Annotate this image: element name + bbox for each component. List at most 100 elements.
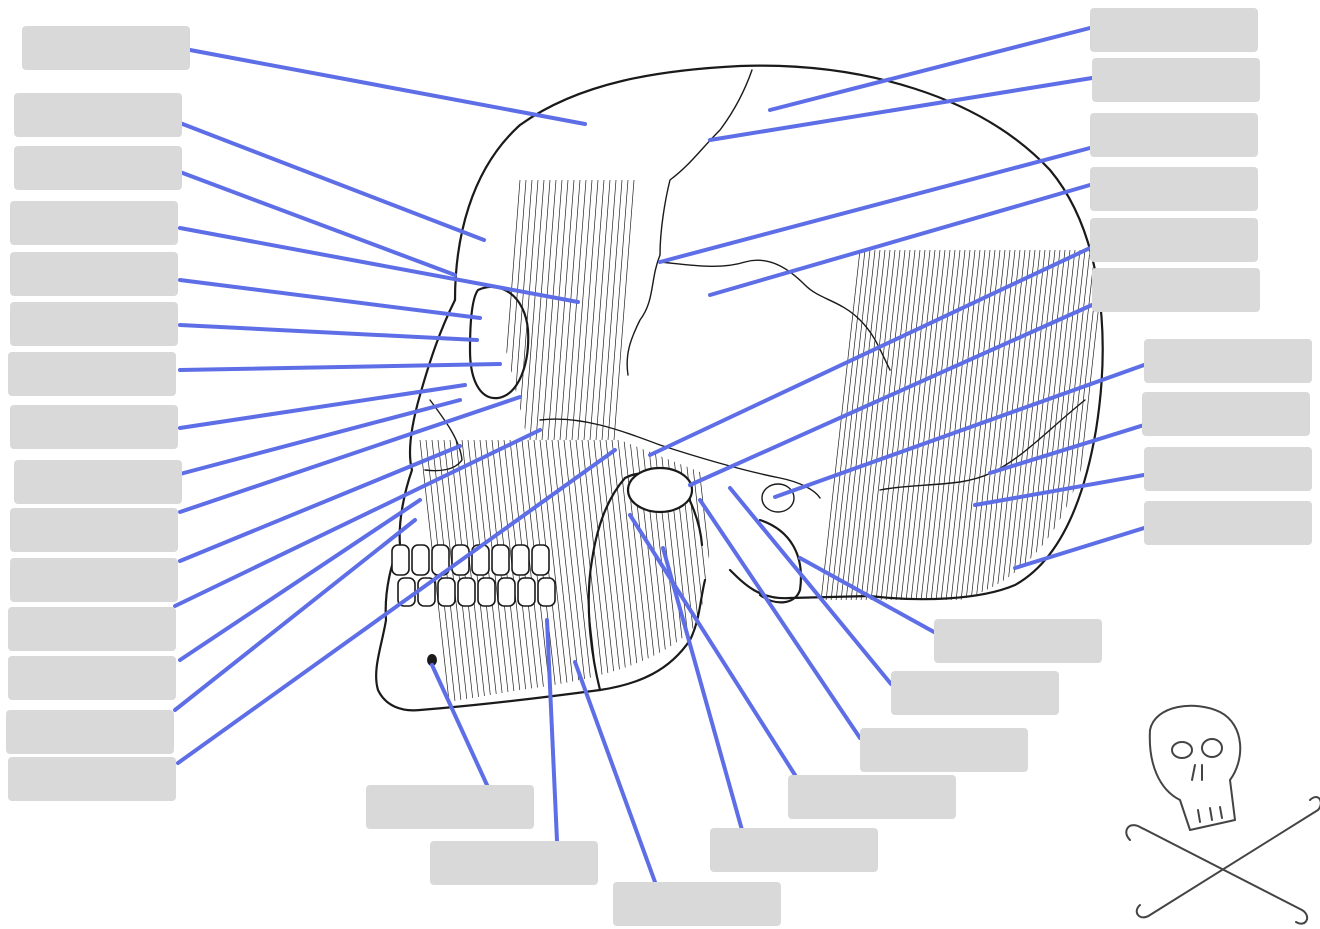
lower-tooth [498,578,515,606]
shading-stroke [885,250,925,610]
upper-tooth [492,545,509,575]
label-box-b05[interactable] [366,785,534,829]
shading-stroke [900,250,940,610]
shading-stroke [614,180,634,440]
shading-stroke [920,250,960,610]
label-box-l08[interactable] [10,405,178,449]
label-box-r01[interactable] [1090,8,1258,52]
label-box-b01[interactable] [934,619,1102,663]
shading-stroke [588,440,618,710]
shading-stroke [530,180,550,440]
leader-line [710,78,1092,140]
label-box-l11[interactable] [10,558,178,602]
label-box-b02[interactable] [891,671,1059,715]
label-box-r05[interactable] [1090,218,1258,262]
label-box-l10[interactable] [10,508,178,552]
shading-stroke [608,180,628,440]
label-box-b07[interactable] [710,828,878,872]
leader-line [630,515,795,775]
upper-tooth [412,545,429,575]
shading-stroke [975,250,1015,610]
shading-stroke [970,250,1010,610]
shading-stroke [572,180,592,440]
shading-stroke [875,250,915,610]
shading-stroke [518,180,538,440]
shading-stroke [835,250,875,610]
label-box-l07[interactable] [8,352,176,396]
label-box-r03[interactable] [1090,113,1258,157]
leader-line [180,123,484,240]
shading-stroke [524,180,544,440]
leader-line [180,325,477,340]
leader-line [432,665,487,785]
shading-stroke [512,180,532,440]
leader-line [180,280,480,318]
shading-stroke [590,180,610,440]
shading-stroke [880,250,920,610]
label-box-r02[interactable] [1092,58,1260,102]
label-box-l14[interactable] [6,710,174,754]
leader-line [180,500,420,660]
shading-stroke [825,250,865,610]
shading-stroke [985,250,1025,610]
label-box-l12[interactable] [8,607,176,651]
shading-stroke [820,250,860,610]
shading-stroke [600,440,630,710]
label-box-r09[interactable] [1144,447,1312,491]
shading-stroke [560,180,580,440]
label-box-r10[interactable] [1144,501,1312,545]
label-box-l01[interactable] [22,26,190,70]
shading-stroke [566,180,586,440]
label-box-r08[interactable] [1142,392,1310,436]
shading-stroke [905,250,945,610]
label-box-l05[interactable] [10,252,178,296]
shading-stroke [1055,250,1095,610]
label-box-l04[interactable] [10,201,178,245]
shading-stroke [548,180,568,440]
shading-stroke [594,440,624,710]
label-box-r04[interactable] [1090,167,1258,211]
upper-tooth [532,545,549,575]
shading-stroke [980,250,1020,610]
label-box-l03[interactable] [14,146,182,190]
leader-line [710,185,1090,295]
leader-line [190,50,585,124]
shading-stroke [690,440,720,710]
leader-line [1015,528,1144,568]
shading-stroke [915,250,955,610]
label-box-l09[interactable] [14,460,182,504]
upper-tooth [512,545,529,575]
teeth [392,545,555,606]
shading-stroke [536,180,556,440]
leader-line [180,397,520,512]
shading-stroke [582,440,612,710]
coronal-suture [627,70,752,375]
label-box-b03[interactable] [860,728,1028,772]
shading-stroke [860,250,900,610]
shading-stroke [855,250,895,610]
leader-line [180,385,465,428]
label-box-b04[interactable] [788,775,956,819]
label-box-l13[interactable] [8,656,176,700]
label-box-b06[interactable] [430,841,598,885]
skull-and-crossbones-icon [1126,706,1320,924]
label-box-l02[interactable] [14,93,182,137]
shading-stroke [1005,250,1045,610]
leader-line [730,488,891,684]
shading-stroke [890,250,930,610]
leader-line [180,172,455,275]
shading-stroke [1010,250,1050,610]
label-box-r06[interactable] [1092,268,1260,312]
label-box-l15[interactable] [8,757,176,801]
lower-tooth [438,578,455,606]
label-box-l06[interactable] [10,302,178,346]
shading-stroke [602,180,622,440]
lambdoid-suture [880,400,1085,490]
shading-stroke [578,180,598,440]
leader-line [180,364,500,370]
label-box-b08[interactable] [613,882,781,926]
label-box-r07[interactable] [1144,339,1312,383]
shading-stroke [1000,250,1040,610]
shading-stroke [596,180,616,440]
